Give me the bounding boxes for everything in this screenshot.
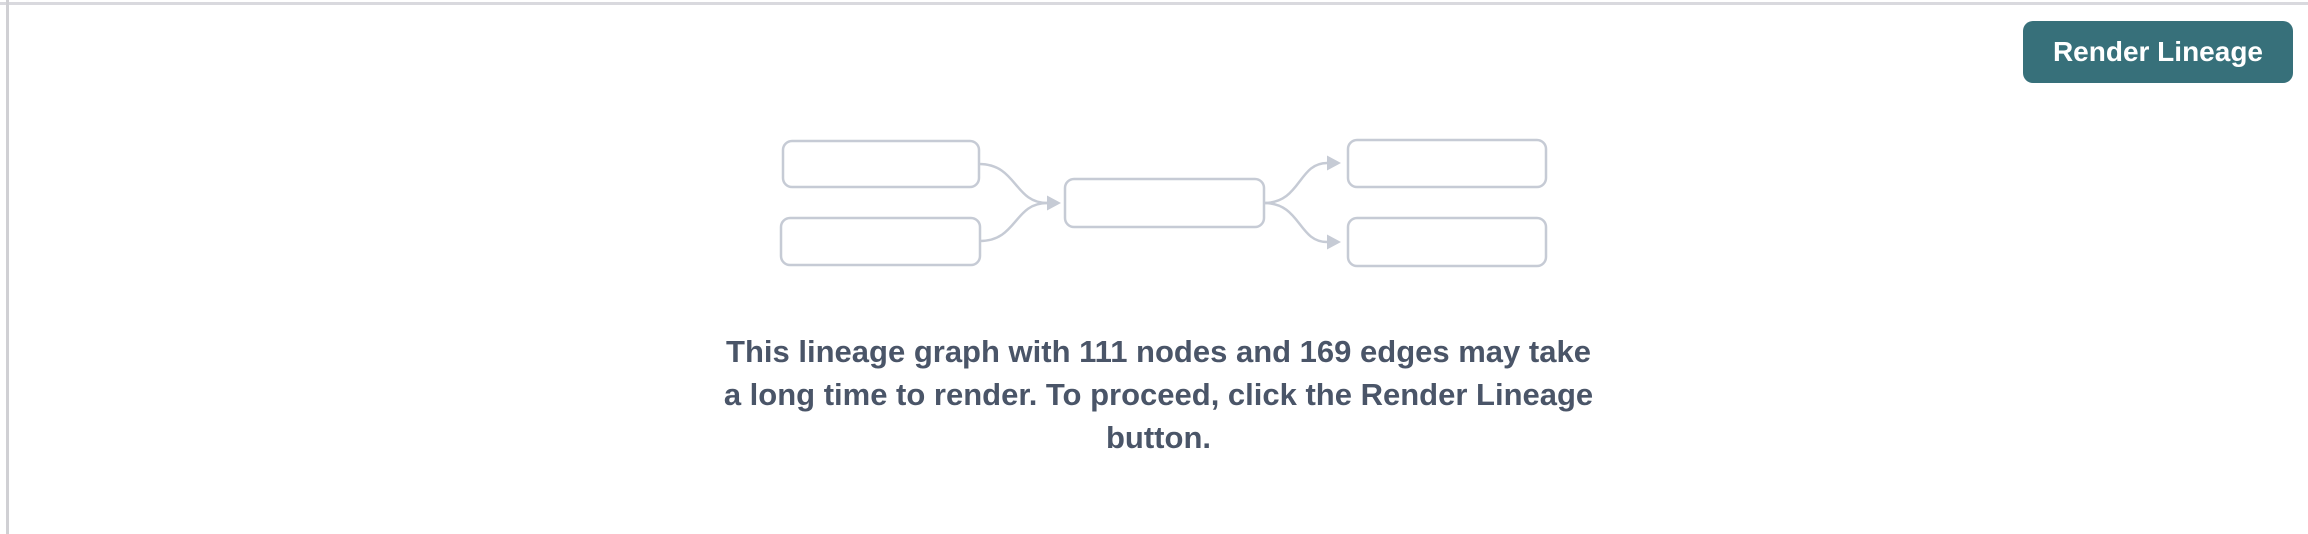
lineage-empty-state: This lineage graph with 111 nodes and 16…	[9, 0, 2308, 459]
lineage-arrowheads	[1046, 155, 1341, 250]
lineage-warning-message: This lineage graph with 111 nodes and 16…	[724, 330, 1593, 459]
lineage-node-boxes	[779, 138, 1547, 268]
lineage-edges	[978, 161, 1327, 244]
panel-top-border	[0, 2, 2308, 5]
message-line-2: a long time to render. To proceed, click…	[723, 377, 1594, 412]
lineage-graph-illustration-icon	[779, 138, 1547, 268]
message-line-1: This lineage graph with 111 nodes and 16…	[726, 334, 1591, 369]
render-lineage-button[interactable]: Render Lineage	[2022, 21, 2293, 83]
message-line-3: button.	[1105, 420, 1211, 455]
panel-left-border	[6, 0, 9, 534]
